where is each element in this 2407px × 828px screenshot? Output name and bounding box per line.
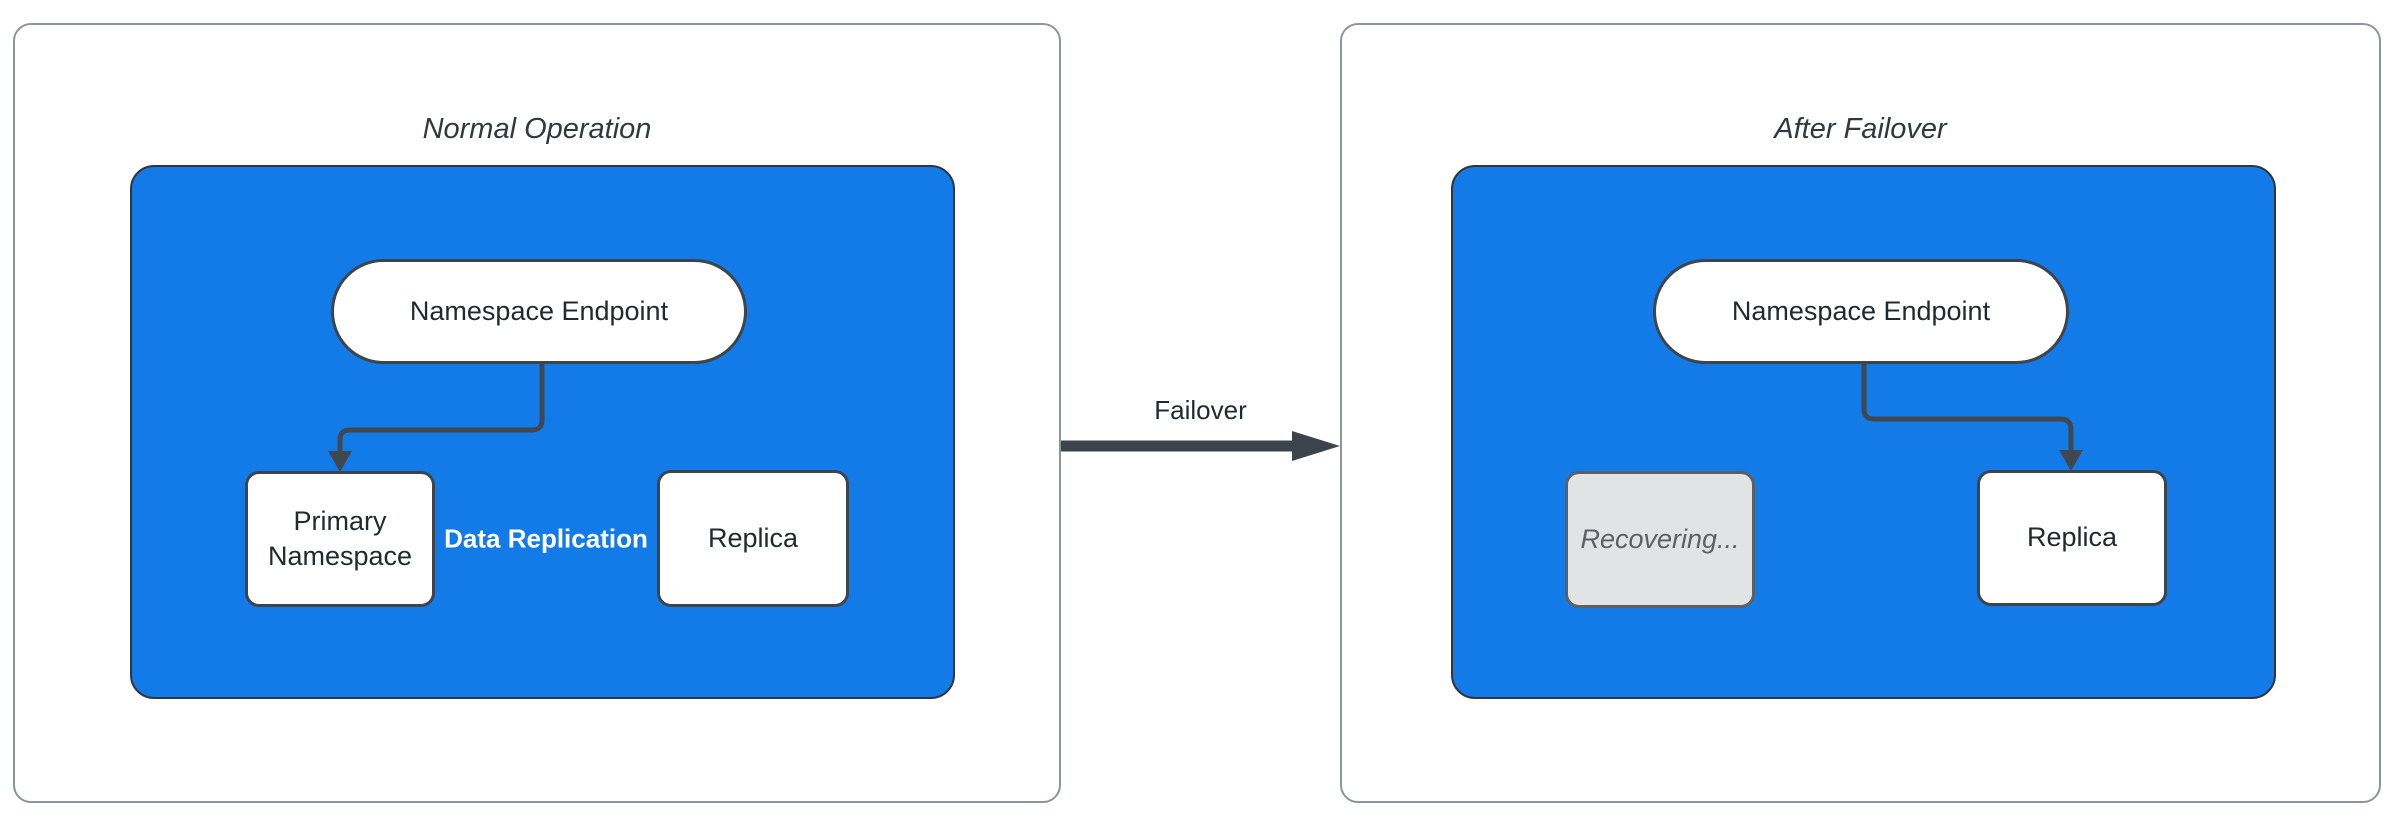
edge-endpoint-to-replica — [1861, 364, 2074, 450]
node-label: Replica — [2026, 522, 2118, 553]
node-label: Recovering... — [1580, 523, 1740, 554]
failover-arrow-icon — [1061, 431, 1340, 461]
node-namespace-endpoint: Namespace Endpoint — [331, 259, 747, 364]
node-label: Primary Namespace — [267, 505, 413, 571]
node-label: Namespace Endpoint — [1731, 295, 1991, 326]
node-recovering: Recovering... — [1565, 471, 1755, 608]
node-replica: Replica — [1977, 470, 2167, 606]
arrowhead-down-icon — [328, 451, 352, 472]
arrowhead-down-icon — [2059, 450, 2083, 471]
node-label: Replica — [707, 522, 799, 553]
edge-label-data-replication: Data Replication — [434, 521, 658, 557]
namespace-container: Namespace Endpoint Recovering... Replica — [1451, 165, 2276, 699]
edge-endpoint-to-primary — [337, 364, 545, 451]
node-label: Namespace Endpoint — [409, 295, 669, 326]
transition-label-failover: Failover — [1154, 395, 1247, 425]
edge-lines-after — [1861, 364, 2083, 471]
panel-title: Normal Operation — [422, 113, 652, 145]
namespace-container: Data Replication Namespace Endpoint Prim… — [130, 165, 955, 699]
edge-lines-normal — [328, 364, 658, 550]
panel-after-failover: After Failover Namespace Endpoint Recove… — [1340, 23, 2381, 803]
panel-title: After Failover — [1774, 113, 1947, 145]
node-namespace-endpoint: Namespace Endpoint — [1653, 259, 2069, 364]
node-primary-namespace: Primary Namespace — [245, 471, 435, 607]
node-replica: Replica — [657, 470, 849, 607]
panel-normal-operation: Normal Operation Data Replication Namesp… — [13, 23, 1061, 803]
